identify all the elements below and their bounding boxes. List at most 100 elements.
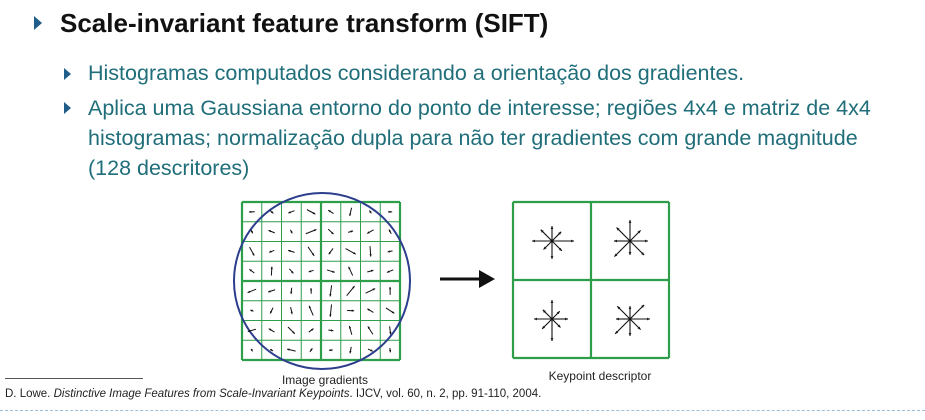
gradient-arrow-head xyxy=(370,349,373,352)
histogram-arrow-head xyxy=(534,317,537,321)
gradient-arrow-head xyxy=(372,288,376,291)
gradient-arrow-head xyxy=(352,286,355,289)
gradient-arrow-head xyxy=(329,314,332,317)
histogram-arrow-head xyxy=(614,239,617,243)
slide-title: Scale-invariant feature transform (SIFT) xyxy=(60,8,549,38)
histogram-arrow-head xyxy=(615,330,619,334)
gradient-arrow-head xyxy=(349,213,352,217)
keypoint-descriptor-grid xyxy=(511,200,671,360)
image-gradients-caption: Image gradients xyxy=(282,373,368,387)
keypoint-descriptor-caption: Keypoint descriptor xyxy=(549,369,652,383)
histogram-arrow-head xyxy=(557,324,561,328)
histogram-arrow-head xyxy=(543,246,547,250)
histogram-arrow-head xyxy=(647,317,650,321)
histogram-arrow-head xyxy=(558,231,562,235)
gradient-arrow-head xyxy=(328,251,332,255)
gradient-arrow-head xyxy=(388,349,392,353)
gradient-arrow-head xyxy=(290,291,293,294)
histogram-arrow-head xyxy=(614,253,618,257)
gradient-arrow-head xyxy=(388,210,391,214)
gradient-arrow-head xyxy=(330,329,334,332)
reference-details: . IJCV, vol. 60, n. 2, pp. 91-110, 2004. xyxy=(349,388,542,400)
gradient-arrow-head xyxy=(309,288,313,291)
gradient-arrow-head xyxy=(308,270,312,273)
histogram-arrow-head xyxy=(616,317,619,321)
histogram-arrow-head xyxy=(532,239,535,243)
histogram-arrow-head xyxy=(637,230,641,234)
histogram-arrow-head xyxy=(628,333,632,336)
gradient-arrow-head xyxy=(348,326,352,329)
gradient-arrow-head xyxy=(249,269,252,272)
histogram-arrow-head xyxy=(550,226,554,229)
histogram-arrow-head xyxy=(628,252,632,255)
gradient-arrow-head xyxy=(250,309,253,312)
gradient-arrow-head xyxy=(331,231,334,235)
gradient-arrow-head xyxy=(367,326,371,329)
reference-author: D. Lowe. xyxy=(5,388,54,400)
gradient-arrows xyxy=(247,207,395,354)
gradient-arrow-head xyxy=(292,331,295,334)
histogram-arrow-head xyxy=(616,227,620,231)
reference-divider xyxy=(5,378,143,379)
transform-arrow-head xyxy=(479,270,495,288)
gradient-arrow-head xyxy=(328,348,332,352)
gradient-arrow-head xyxy=(247,290,251,293)
gradient-arrow-head xyxy=(332,270,335,273)
gradient-arrow-head xyxy=(247,329,251,332)
gradient-arrow-head xyxy=(269,250,272,253)
gradient-arrow-head xyxy=(386,270,390,273)
gradient-arrow-head xyxy=(348,266,351,270)
gradient-arrow-head xyxy=(310,328,314,331)
histogram-arrow xyxy=(614,318,631,335)
reference-title: Distinctive Image Features from Scale-In… xyxy=(53,388,350,400)
gradient-arrow-head xyxy=(387,250,391,253)
gradient-arrow-head xyxy=(288,211,291,214)
gradient-arrow-head xyxy=(268,328,272,331)
histogram-arrow-head xyxy=(645,239,648,243)
gradient-arrow-head xyxy=(350,230,354,233)
histogram-arrow-head xyxy=(550,300,554,303)
gradient-arrow-head xyxy=(349,350,352,354)
gradient-arrow-head xyxy=(290,230,293,234)
gradient-arrow-head xyxy=(388,286,392,290)
orientation-histograms xyxy=(532,220,650,341)
gradient-arrow-head xyxy=(329,294,332,297)
gradient-arrow-head xyxy=(270,310,273,314)
title-bullet-icon xyxy=(34,16,42,30)
gradient-arrow-head xyxy=(367,231,370,234)
histogram-arrow-head xyxy=(641,252,645,256)
histogram-arrow-head xyxy=(628,306,632,309)
histogram-arrow-head xyxy=(550,256,554,259)
gradient-arrow-head xyxy=(311,253,315,256)
gradient-arrow-head xyxy=(288,249,291,253)
bullet-2-text: Aplica uma Gaussiana entorno do ponto de… xyxy=(88,96,871,180)
gradient-arrow-head xyxy=(369,254,372,257)
histogram-arrow xyxy=(616,227,631,242)
histogram-arrow-head xyxy=(542,325,546,329)
gradient-arrow-head xyxy=(268,230,272,233)
histogram-arrow-head xyxy=(542,309,546,313)
bullet-1-text: Histogramas computados considerando a or… xyxy=(88,61,745,85)
gradient-arrow-head xyxy=(313,229,317,232)
gradient-arrow-head xyxy=(270,266,273,270)
gradient-arrow-head xyxy=(312,212,316,215)
gradient-arrow-head xyxy=(328,210,331,213)
gradient-arrow-head xyxy=(250,348,253,352)
histogram-arrow-head xyxy=(540,229,544,233)
gradient-arrow-head xyxy=(391,311,395,314)
gradient-arrow-head xyxy=(367,308,370,311)
histogram-arrow-head xyxy=(641,304,645,308)
gradient-arrow-head xyxy=(351,309,355,312)
gaussian-window-circle xyxy=(233,192,411,370)
image-gradients-grid xyxy=(240,200,402,362)
gradient-arrow-head xyxy=(308,305,312,309)
gradient-arrow-head xyxy=(310,348,313,351)
histogram-arrow xyxy=(629,304,645,320)
gradient-arrow-head xyxy=(290,311,293,315)
histogram-arrow-head xyxy=(617,306,621,310)
gradient-arrow-head xyxy=(250,229,254,233)
histogram-arrow-head xyxy=(628,220,632,223)
gradient-arrow-head xyxy=(268,290,271,293)
histogram-arrow-head xyxy=(637,326,641,330)
